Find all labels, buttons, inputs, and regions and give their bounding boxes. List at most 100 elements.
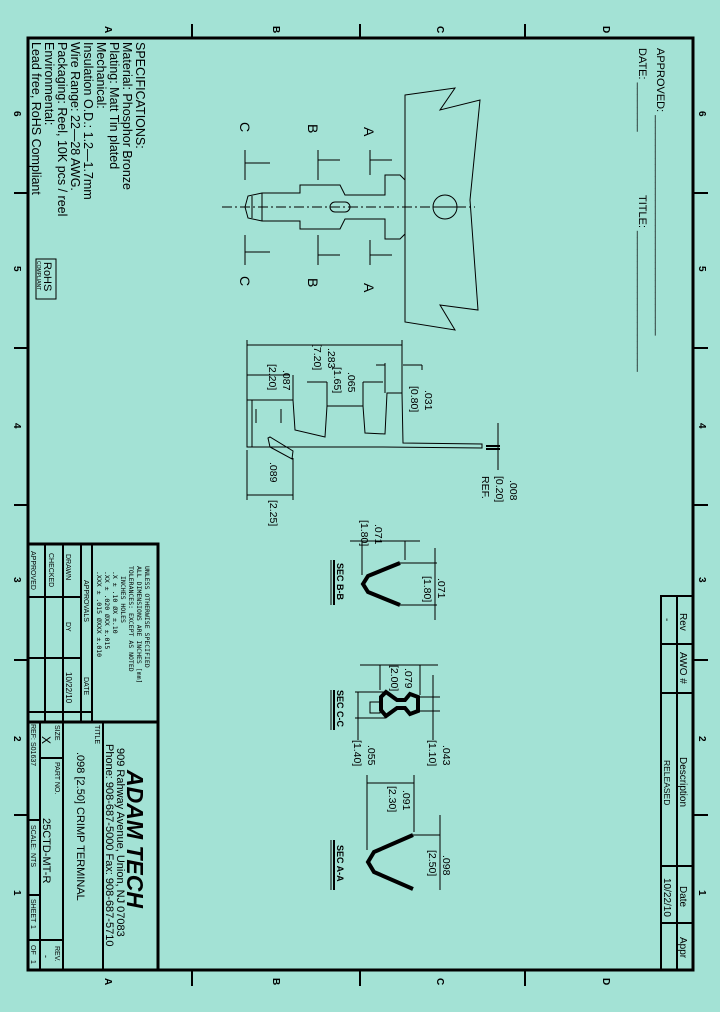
rev-value: - bbox=[41, 955, 51, 958]
section-b-b: .071 [1.80] .071 [1.80] SEC B-B bbox=[330, 520, 447, 620]
zone-number-left: 4 bbox=[11, 423, 22, 429]
dim-a-width-mm: [2.50] bbox=[426, 850, 438, 876]
specifications-heading: SPECIFICATIONS: bbox=[133, 42, 147, 149]
section-label-a: A bbox=[361, 283, 377, 293]
section-label-a: A bbox=[361, 127, 377, 137]
spec-line: Insulation O.D.: 1.2—1.7mm bbox=[81, 42, 95, 200]
tolerance-line: TOLERANCES: EXCEPT AS NOTED bbox=[127, 566, 135, 672]
spec-line: Wire Range: 22—28 AWG. bbox=[68, 42, 82, 191]
tolerance-line: ALL DIMENSIONS ARE INCHES [mm] bbox=[135, 566, 143, 683]
drawing-title: .098 [2.50] CRIMP TERMINAL bbox=[74, 752, 86, 901]
spec-line: Lead free, RoHS Compliant bbox=[29, 42, 43, 195]
zone-letter-top: B bbox=[270, 26, 281, 33]
svg-text:RoHS: RoHS bbox=[41, 262, 53, 291]
rohs-logo: RoHS COMPLIANT bbox=[35, 258, 57, 300]
zone-letter-top: C bbox=[434, 26, 445, 33]
scale-value: NTS bbox=[29, 853, 36, 867]
sheet-total: 1 bbox=[29, 960, 36, 964]
dim-length-mm: [7.20] bbox=[311, 344, 323, 370]
dim-b-width: .071 bbox=[435, 578, 447, 599]
section-title-c: SEC C-C bbox=[335, 690, 345, 728]
title-label: TITLE bbox=[93, 725, 100, 744]
zone-letter-top: D bbox=[600, 26, 611, 33]
drawn-label: DRAWN bbox=[64, 554, 71, 580]
section-title-b: SEC B-B bbox=[335, 563, 345, 601]
approvals-label: APPROVALS bbox=[82, 580, 89, 622]
dim-b-width-mm: [1.80] bbox=[421, 576, 433, 602]
appr-header: Appr bbox=[677, 937, 688, 959]
zone-number-right: 3 bbox=[696, 577, 707, 583]
date-line: DATE: ________ bbox=[636, 48, 648, 132]
part-number: 25CTD-MT-R bbox=[40, 818, 52, 883]
zone-number-right: 4 bbox=[696, 423, 707, 429]
tolerance-line: .XX ± .020 ØXX ±.015 bbox=[103, 571, 111, 649]
zone-letter-top: A bbox=[102, 26, 113, 33]
dim-thickness: .008 bbox=[507, 480, 519, 501]
size-value: X bbox=[39, 736, 53, 744]
company-phone: Phone: 908-687-5000 Fax: 908-687-5710 bbox=[103, 744, 115, 946]
zone-number-left: 3 bbox=[11, 577, 22, 583]
zone-number-right: 5 bbox=[696, 266, 707, 272]
spec-line: Mechanical: bbox=[94, 42, 108, 109]
spec-line: Environmental: bbox=[42, 42, 56, 125]
zone-letter-bottom: C bbox=[434, 978, 445, 985]
dim-c-inner-mm: [1.10] bbox=[426, 740, 438, 766]
drawn-date: 10/22/10 bbox=[64, 672, 73, 704]
approval-stamp: APPROVED: ______________________________… bbox=[636, 48, 666, 373]
date-value: 10/22/10 bbox=[661, 878, 672, 917]
awo-header: AWO # bbox=[677, 652, 688, 684]
dim-thickness-mm: [0.20] bbox=[493, 476, 505, 502]
dim-length: .283 bbox=[325, 348, 337, 369]
zone-number-left: 6 bbox=[11, 111, 22, 117]
tolerance-line: .X ± .10 ØX ±.10 bbox=[111, 571, 119, 634]
dim-c-width: .079 bbox=[402, 668, 414, 689]
specifications-block: SPECIFICATIONS: Material: Phosphor Bronz… bbox=[29, 42, 147, 216]
svg-text:COMPLIANT: COMPLIANT bbox=[35, 261, 41, 290]
sheet-value: 1 bbox=[29, 925, 36, 929]
revision-table: Rev AWO # Description Date Appr - RELEAS… bbox=[660, 595, 694, 971]
dim-tab-mm: [0.80] bbox=[408, 386, 420, 412]
section-label-c: C bbox=[237, 276, 253, 286]
description-header: Description bbox=[677, 757, 688, 807]
zone-number-right: 2 bbox=[696, 736, 707, 742]
scale-label: SCALE: bbox=[29, 825, 36, 850]
tolerance-line: .XXX ± .015 ØXXX ±.010 bbox=[95, 571, 103, 657]
section-label-c: C bbox=[237, 122, 253, 132]
section-label-b: B bbox=[305, 278, 321, 287]
dim-c-height: .055 bbox=[365, 745, 377, 766]
rev-header: Rev bbox=[677, 613, 688, 631]
title-block: UNLESS OTHERWISE SPECIFIED ALL DIMENSION… bbox=[26, 542, 160, 972]
dim-c-height-mm: [1.40] bbox=[351, 740, 363, 766]
zone-letter-bottom: A bbox=[102, 978, 113, 985]
spec-line: Material: Phosphor Bronze bbox=[120, 42, 134, 190]
company-name: ADAM TECH bbox=[122, 769, 148, 908]
approved-label: APPROVED bbox=[29, 551, 36, 590]
drawn-by: DY bbox=[64, 622, 71, 632]
rev-label: REV. bbox=[53, 946, 60, 962]
dim-a-width: .098 bbox=[440, 855, 452, 876]
zone-number-left: 5 bbox=[11, 266, 22, 272]
spec-line: Plating: Matt Tin plated bbox=[107, 42, 121, 169]
zone-number-left: 1 bbox=[11, 890, 22, 896]
date-header: Date bbox=[677, 886, 688, 908]
dim-tab: .031 bbox=[422, 390, 434, 411]
sheet-label: SHEET bbox=[29, 899, 36, 923]
dim-height-mm: [2.25] bbox=[267, 500, 279, 526]
size-label: SIZE bbox=[53, 725, 60, 741]
tolerance-line: INCHES HOLES bbox=[119, 576, 127, 623]
checked-label: CHECKED bbox=[47, 553, 54, 587]
dim-c-width-mm: [2.00] bbox=[388, 665, 400, 691]
side-view: .283 [7.20] .087 [2.20] .065 [1.65] .031… bbox=[246, 340, 519, 526]
dim-thickness-note: REF. bbox=[479, 476, 491, 499]
zone-number-right: 1 bbox=[696, 890, 707, 896]
description-value: RELEASED bbox=[662, 760, 672, 805]
zone-letter-bottom: D bbox=[600, 978, 611, 985]
dim-a-height-mm: [2.30] bbox=[386, 786, 398, 812]
approved-line: APPROVED: ______________________________… bbox=[654, 48, 666, 336]
dim-height: .089 bbox=[267, 462, 279, 483]
rev-value: - bbox=[661, 618, 672, 621]
section-label-b: B bbox=[305, 124, 321, 133]
title-line: TITLE: _______________________ bbox=[636, 195, 648, 373]
